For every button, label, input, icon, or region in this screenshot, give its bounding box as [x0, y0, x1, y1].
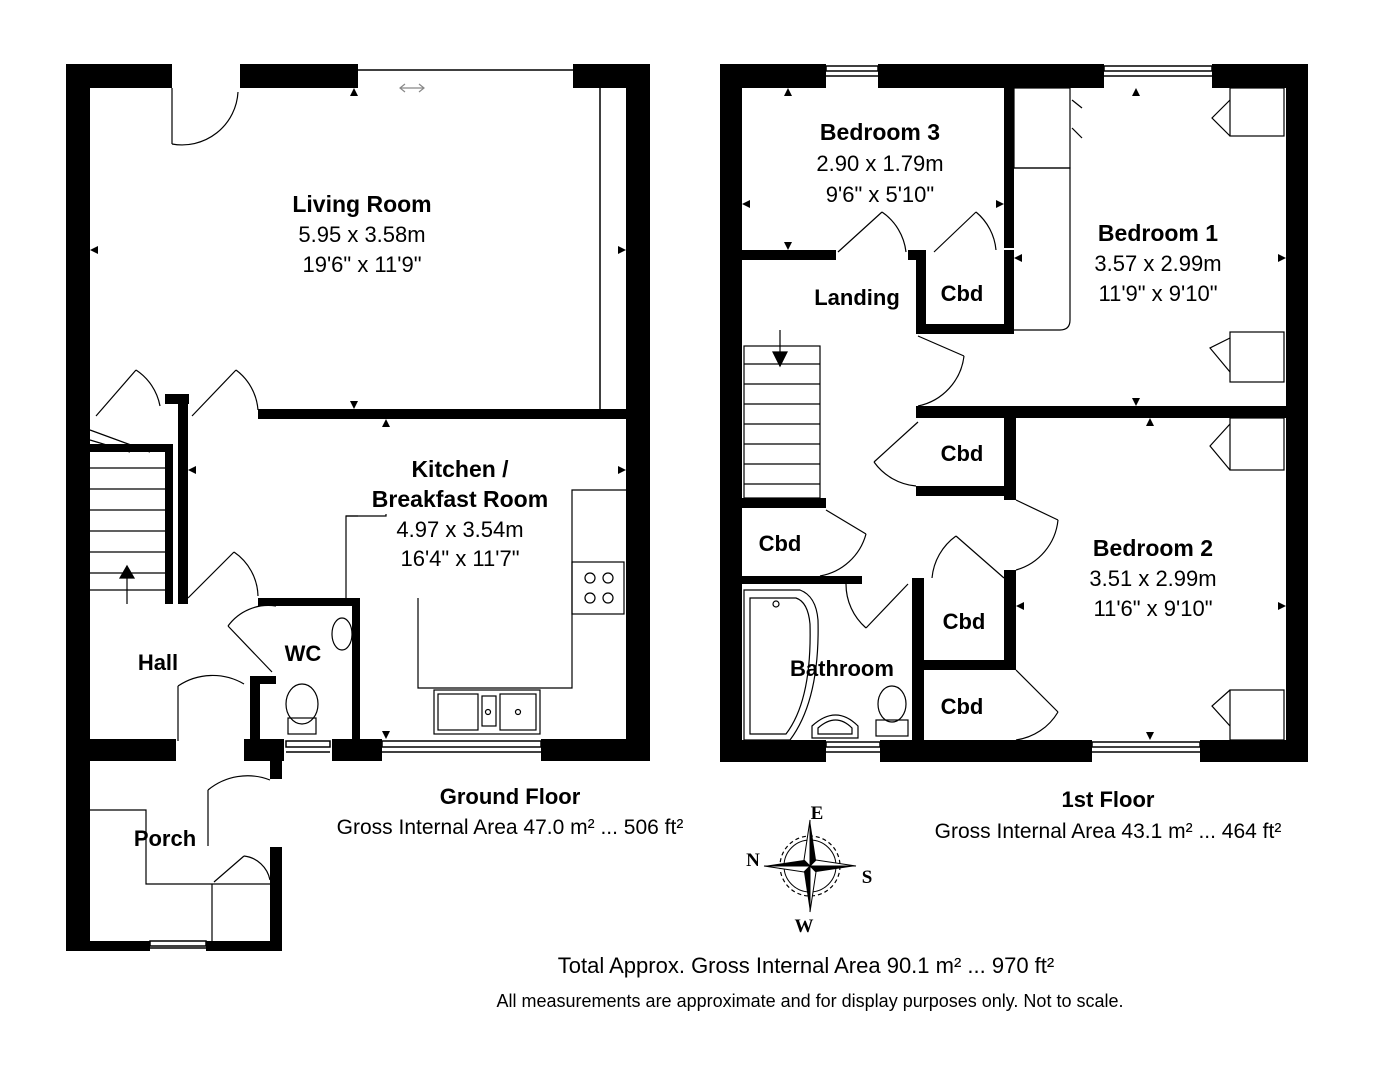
first-floor-plan: [720, 64, 1308, 762]
wc-fittings: [285, 617, 353, 735]
bedroom3-metric: 2.90 x 1.79m: [816, 151, 943, 176]
living-room-imperial: 19'6" x 11'9": [302, 252, 421, 277]
living-room-metric: 5.95 x 3.58m: [298, 222, 425, 247]
compass-west: W: [795, 916, 814, 937]
bedroom3-name: Bedroom 3: [820, 119, 940, 145]
cbd-label: Cbd: [941, 441, 984, 466]
living-room-name: Living Room: [292, 191, 431, 217]
compass-rose-icon: [763, 819, 857, 913]
compass-south: S: [862, 867, 873, 888]
first-floor-doors: [819, 211, 1059, 741]
ground-floor-markers: [90, 88, 626, 739]
hall-name: Hall: [138, 650, 178, 675]
sliding-door-icon: [399, 83, 425, 93]
wc-name: WC: [285, 641, 322, 666]
ground-floor-windows: [149, 69, 601, 949]
ground-floor-plan: [66, 64, 650, 951]
bedroom1-imperial: 11'9" x 9'10": [1098, 281, 1217, 306]
kitchen-name-line2: Breakfast Room: [372, 486, 548, 512]
landing-name: Landing: [814, 285, 900, 310]
ground-floor-doors: [95, 88, 277, 846]
kitchen-metric: 4.97 x 3.54m: [396, 517, 523, 542]
first-floor-walls: [720, 64, 1308, 762]
compass-east: E: [811, 803, 824, 824]
first-floor-stairs: [743, 330, 821, 499]
kitchen-imperial: 16'4" x 11'7": [400, 546, 519, 571]
first-floor-markers: [742, 88, 1286, 740]
first-floor-area: Gross Internal Area 43.1 m² ... 464 ft²: [935, 820, 1282, 843]
total-area: Total Approx. Gross Internal Area 90.1 m…: [558, 953, 1054, 978]
ground-floor-stairs: [89, 429, 165, 604]
cbd-label: Cbd: [941, 281, 984, 306]
first-floor-title: 1st Floor: [1062, 787, 1155, 812]
bedroom2-metric: 3.51 x 2.99m: [1089, 566, 1216, 591]
cbd-label: Cbd: [943, 609, 986, 634]
first-floor-windows: [825, 65, 1213, 753]
bedroom2-imperial: 11'6" x 9'10": [1093, 596, 1212, 621]
ground-floor-area: Gross Internal Area 47.0 m² ... 506 ft²: [337, 816, 684, 839]
disclaimer: All measurements are approximate and for…: [497, 991, 1124, 1011]
bedroom1-metric: 3.57 x 2.99m: [1094, 251, 1221, 276]
bathroom-name: Bathroom: [790, 656, 894, 681]
bedroom2-name: Bedroom 2: [1093, 535, 1213, 561]
cbd-label: Cbd: [941, 694, 984, 719]
bedroom3-imperial: 9'6" x 5'10": [826, 182, 934, 207]
bedroom1-name: Bedroom 1: [1098, 220, 1218, 246]
kitchen-fittings: [345, 489, 626, 735]
wardrobes: [1013, 87, 1285, 741]
labels: Living Room 5.95 x 3.58m 19'6" x 11'9" K…: [134, 119, 1282, 1011]
ground-floor-walls: [66, 64, 650, 951]
compass-north: N: [746, 850, 760, 871]
kitchen-name-line1: Kitchen /: [411, 456, 509, 482]
porch-fittings: [90, 809, 271, 941]
cbd-label: Cbd: [759, 531, 802, 556]
bathroom-fittings: [743, 589, 909, 741]
ground-floor-title: Ground Floor: [440, 784, 581, 809]
porch-name: Porch: [134, 826, 196, 851]
